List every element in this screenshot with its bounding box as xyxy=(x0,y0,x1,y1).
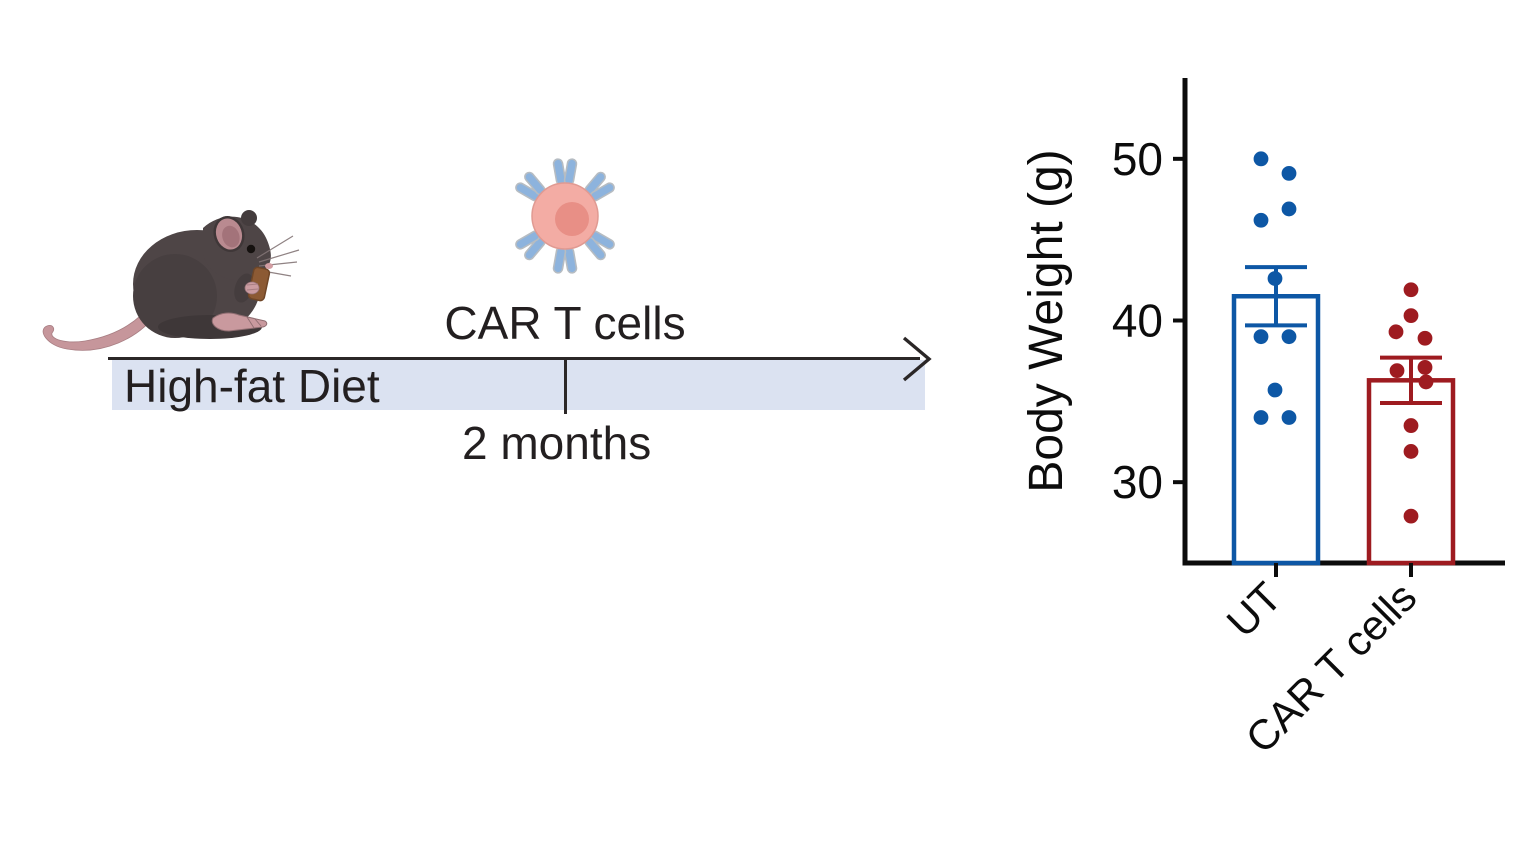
y-tick-label: 40 xyxy=(1112,295,1163,347)
data-point xyxy=(1253,410,1269,425)
y-tick-label: 30 xyxy=(1112,456,1163,508)
bar-ut xyxy=(1231,294,1321,566)
mouse-paw-fingers xyxy=(246,283,259,291)
data-point xyxy=(1281,329,1297,345)
data-point xyxy=(1403,418,1419,433)
mouse-eye xyxy=(246,244,256,254)
data-point xyxy=(1281,410,1297,425)
duration-label: 2 months xyxy=(462,417,652,469)
y-axis-title: Body Weight (g) xyxy=(1020,149,1073,492)
data-point xyxy=(1403,508,1419,524)
car-receptor xyxy=(552,158,578,186)
x-category-label: UT xyxy=(1218,573,1291,646)
timeline-tick-2months xyxy=(564,359,567,414)
high-fat-diet-label: High-fat Diet xyxy=(124,360,380,412)
data-point xyxy=(1267,382,1283,398)
data-point xyxy=(1403,444,1419,459)
timeline-arrow-line xyxy=(108,357,920,360)
receptor-lobe xyxy=(552,246,567,274)
data-point xyxy=(1253,151,1269,167)
mouse-toes xyxy=(246,316,262,329)
data-point xyxy=(1403,308,1419,324)
data-point xyxy=(1418,374,1434,390)
data-point xyxy=(1389,363,1405,379)
data-point xyxy=(1267,271,1283,286)
y-tick-label: 50 xyxy=(1112,133,1163,185)
car-receptor xyxy=(552,246,578,274)
data-point xyxy=(1417,359,1433,375)
data-point xyxy=(1281,165,1297,181)
high-fat-diet-band xyxy=(112,360,925,410)
data-point xyxy=(1417,330,1433,346)
bar-car-t xyxy=(1366,378,1456,566)
data-point xyxy=(1253,212,1269,228)
data-point xyxy=(1403,282,1419,298)
mouse-eating-icon xyxy=(42,210,300,351)
data-point xyxy=(1253,329,1269,345)
mouse-tail xyxy=(42,302,160,351)
data-point xyxy=(1388,324,1404,340)
receptor-lobe xyxy=(563,158,578,186)
arrowhead-icon xyxy=(902,336,932,382)
mouse-ear-inner xyxy=(222,225,240,248)
data-point xyxy=(1281,201,1297,217)
mouse-nose xyxy=(265,263,273,269)
mouse-whiskers xyxy=(256,235,300,277)
car-t-cells-label: CAR T cells xyxy=(444,297,686,349)
car-t-cell-icon xyxy=(515,158,615,274)
mouse-ear-back xyxy=(241,210,257,226)
cell-nucleus xyxy=(555,202,589,236)
